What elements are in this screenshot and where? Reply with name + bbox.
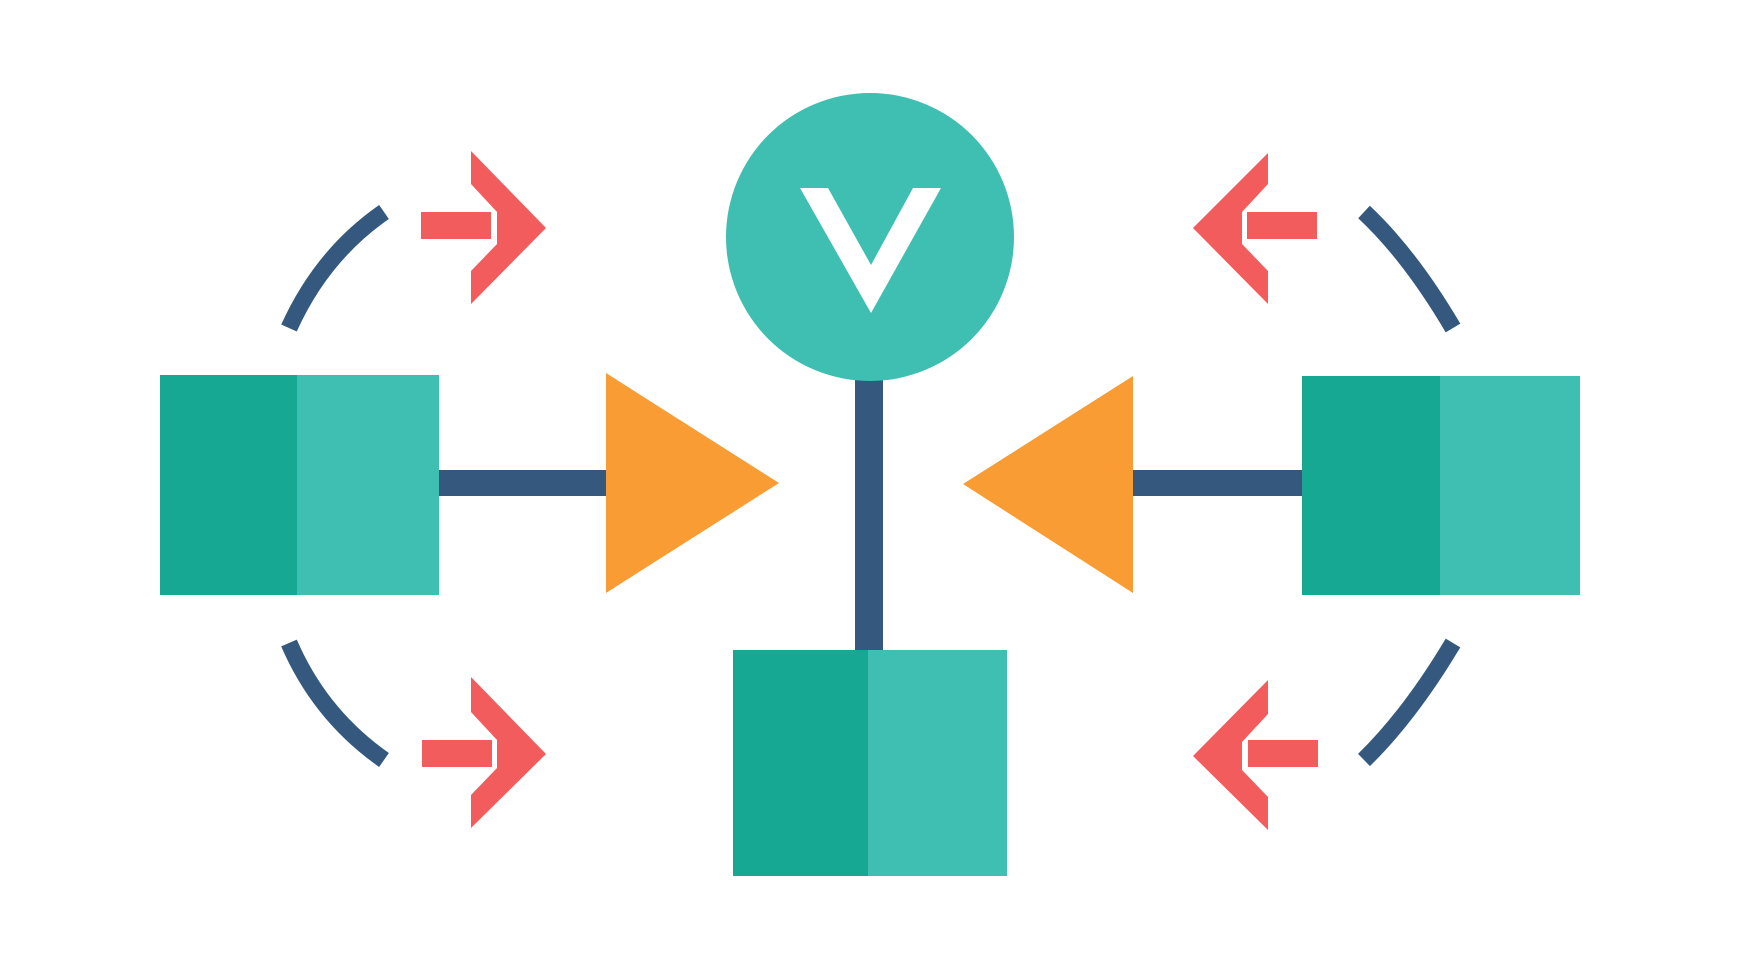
arrow-top-left-icon <box>421 151 546 304</box>
central-node <box>726 93 1014 381</box>
connectors <box>436 372 1308 654</box>
cycle-arrows <box>421 151 1318 830</box>
left-box-light-half <box>297 375 439 595</box>
arc-top-right <box>1358 205 1461 333</box>
left-triangle-icon <box>606 373 779 593</box>
right-box-dark-half <box>1302 376 1442 595</box>
bottom-box-light-half <box>868 650 1007 876</box>
left-connector-line <box>436 470 608 496</box>
central-circle <box>726 93 1014 381</box>
arc-top-left <box>281 205 389 332</box>
right-connector-line <box>1130 470 1308 496</box>
left-box-dark-half <box>160 375 299 595</box>
arrow-bottom-left-icon <box>422 677 546 828</box>
right-box-light-half <box>1440 376 1580 595</box>
right-box <box>1302 376 1580 595</box>
bottom-box <box>733 650 1007 876</box>
vertical-connector-line <box>855 372 883 654</box>
left-box <box>160 375 439 595</box>
bottom-box-dark-half <box>733 650 870 876</box>
arrow-top-right-icon <box>1193 153 1317 304</box>
arc-bottom-right <box>1358 638 1461 767</box>
check-mark-icon <box>800 188 941 313</box>
right-triangle-icon <box>963 376 1133 593</box>
arrow-bottom-right-icon <box>1193 680 1318 830</box>
arc-bottom-left <box>281 639 389 767</box>
cycle-arcs <box>281 205 1461 767</box>
